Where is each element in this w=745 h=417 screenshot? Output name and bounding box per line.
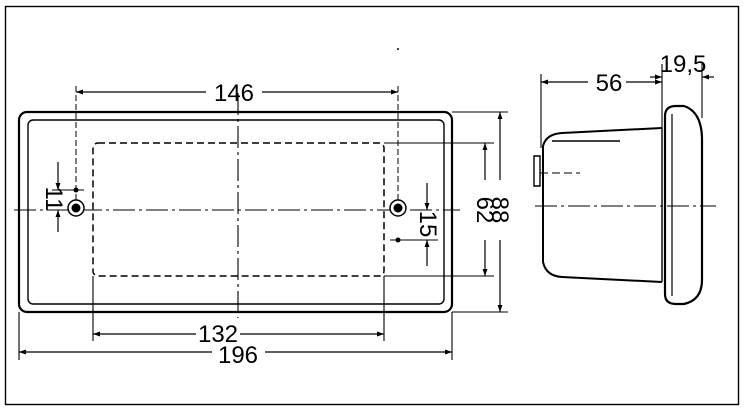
dimension-15: 15 <box>390 183 441 266</box>
connector-tab <box>533 155 541 187</box>
lens-depth-label: 19,5 <box>660 51 707 78</box>
left-hole-offset-label: 11 <box>40 187 67 212</box>
dimension-146: 146 <box>75 80 399 200</box>
overall-width-label: 196 <box>218 342 258 369</box>
front-view <box>14 93 460 318</box>
body-depth-label: 56 <box>596 70 623 97</box>
dimension-19-5: 19,5 <box>650 51 714 118</box>
rear-body-outline <box>542 127 663 283</box>
dimension-132: 132 <box>92 276 385 348</box>
dimension-88: 88 <box>452 111 513 313</box>
side-view <box>533 104 716 306</box>
dimension-196: 196 <box>18 312 453 369</box>
lens-profile-outline <box>663 104 704 306</box>
left-mounting-hole <box>67 187 85 217</box>
housing-outline <box>17 110 454 314</box>
drawing-frame <box>4 5 740 406</box>
dimension-62: 62 <box>384 142 498 277</box>
hole-spacing-label: 146 <box>214 80 254 107</box>
dimension-56: 56 <box>540 64 663 148</box>
overall-height-label: 88 <box>486 197 513 224</box>
drawing-speck <box>397 48 399 50</box>
right-hole-offset-label: 15 <box>414 211 441 238</box>
lens-height-label: 62 <box>471 197 498 224</box>
lens-width-label: 132 <box>198 321 238 348</box>
housing-inner-outline <box>27 119 445 305</box>
right-mounting-hole <box>389 199 407 243</box>
dimension-11: 11 <box>40 162 84 232</box>
